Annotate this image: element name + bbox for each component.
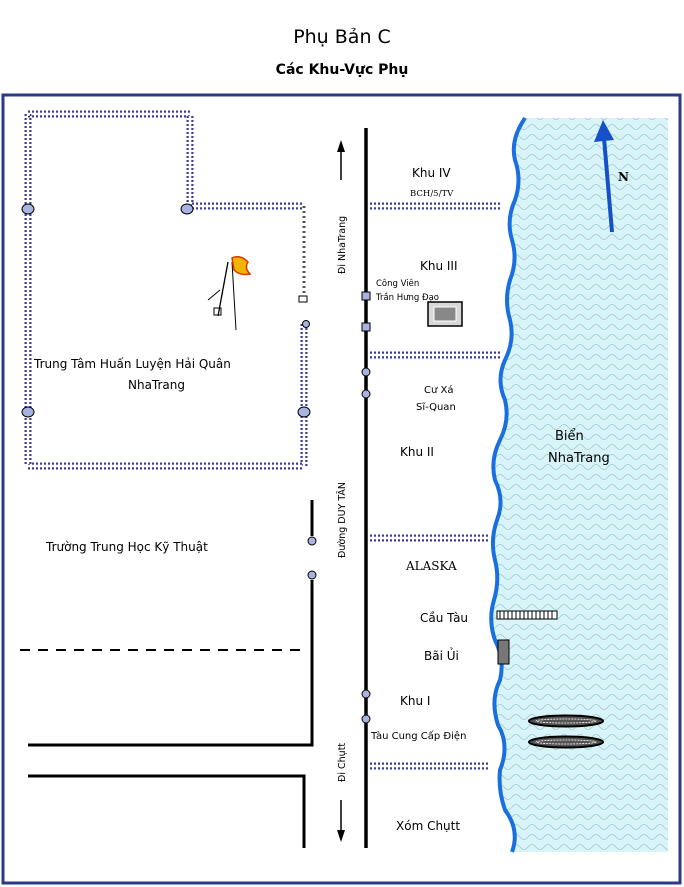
road-junctions (307, 367, 371, 724)
ship-icon (528, 714, 604, 749)
map-frame (1, 93, 682, 885)
sea-label-2: NhaTrang (548, 451, 610, 466)
road-arrow-south-icon (337, 800, 345, 842)
officer-housing-label-1: Cư Xá (424, 384, 453, 396)
landing-marker (497, 639, 510, 665)
sea-label-1: Biển (555, 429, 584, 444)
fence-posts (21, 203, 311, 418)
north-label: N (618, 170, 629, 184)
khu3-label: Khu III (420, 259, 458, 273)
khu2-label: Khu II (400, 445, 434, 459)
park-marker-2 (361, 322, 371, 332)
gate-marker (298, 295, 308, 303)
sea-waves (491, 118, 668, 852)
shoreline (489, 116, 527, 853)
road-label-nhatrang: Đi NhaTrang (337, 216, 348, 274)
khu1-label: Khu I (400, 694, 430, 708)
zone-fences (370, 202, 502, 770)
side-road-lower (28, 580, 314, 747)
pier-icon (496, 610, 558, 620)
training-center-label-2: NhaTrang (128, 378, 185, 392)
page-title: Phụ Bản C (293, 26, 391, 48)
khu4-label: Khu IV (412, 166, 451, 180)
officer-housing-label-2: Sĩ-Quan (416, 402, 456, 413)
pier-label: Cầu Tàu (420, 611, 468, 625)
school-label: Trường Trung Học Kỹ Thuật (45, 540, 208, 554)
bch-label: BCH/5/TV (410, 189, 454, 199)
road-label-chutt: Đi Chụtt (337, 743, 348, 782)
flag-icon (207, 255, 252, 331)
side-road-bottom (28, 774, 306, 848)
alaska-label: ALASKA (405, 559, 457, 573)
park-marker (361, 291, 371, 301)
training-center-fence (24, 110, 308, 470)
training-center-label-1: Trung Tâm Huấn Luyện Hải Quân (33, 357, 231, 371)
power-ship-label: Tàu Cung Cấp Điện (370, 730, 466, 742)
road-label-duytan: Đường DUY TÂN (336, 482, 348, 558)
xom-chutt-label: Xóm Chụtt (396, 819, 460, 833)
landing-label: Bãi Ủi (424, 647, 459, 663)
park-label-2: Trần Hưng Đạo (375, 292, 439, 303)
page-subtitle: Các Khu-Vực Phụ (275, 62, 409, 78)
road-arrow-north-icon (337, 140, 345, 180)
park-label-1: Công Viên (376, 278, 419, 289)
north-arrow-icon (594, 120, 614, 233)
statue-icon (427, 301, 463, 327)
